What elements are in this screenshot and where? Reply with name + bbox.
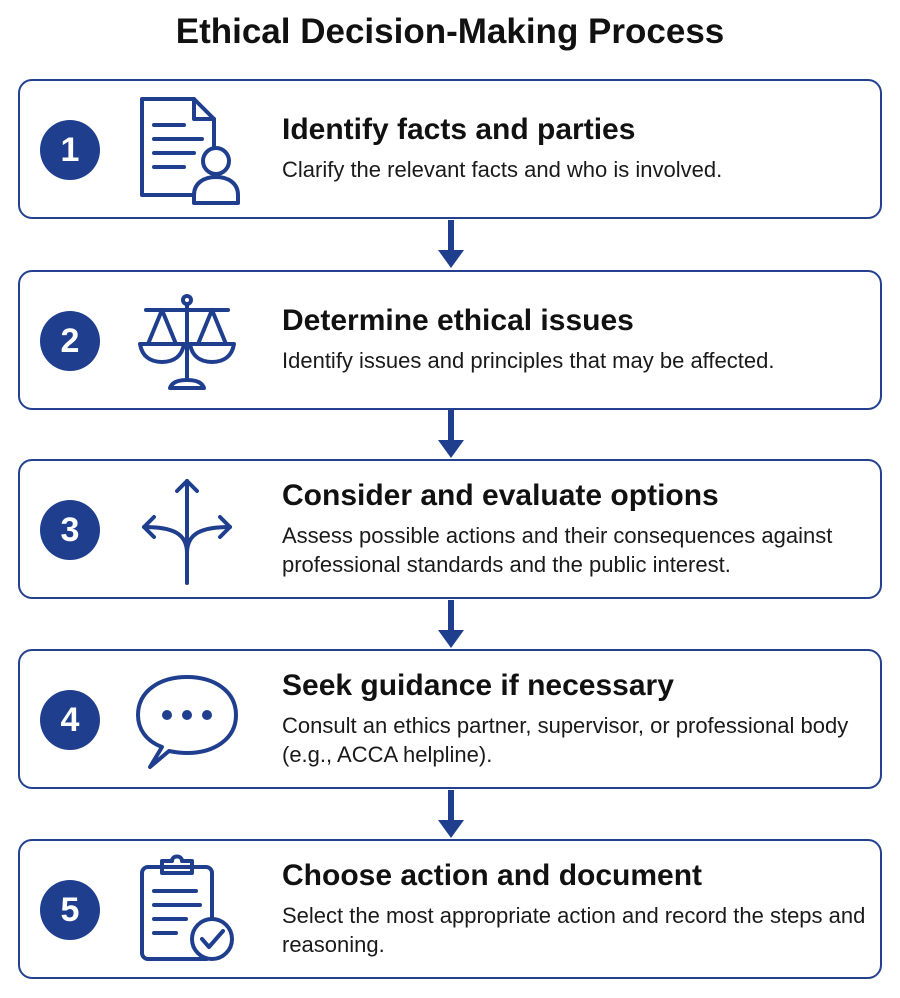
step-description: Select the most appropriate action and r… <box>282 902 866 957</box>
step-card-1: 1 Identify facts and parties Clarify the… <box>18 79 882 219</box>
down-arrow-icon <box>438 410 464 460</box>
scales-icon <box>132 282 242 398</box>
step-title: Seek guidance if necessary <box>282 668 674 702</box>
step-description: Assess possible actions and their conseq… <box>282 522 833 577</box>
step-description: Clarify the relevant facts and who is in… <box>282 157 723 183</box>
document-person-icon <box>132 91 242 207</box>
down-arrow-icon <box>438 790 464 840</box>
down-arrow-icon <box>438 600 464 650</box>
step-number-badge: 3 <box>40 500 100 560</box>
step-number-badge: 1 <box>40 120 100 180</box>
step-card-5: 5 Choose action and document Select the … <box>18 839 882 979</box>
step-title: Determine ethical issues <box>282 304 634 338</box>
step-card-3: 3 Consider and evaluate options Assess p… <box>18 459 882 599</box>
diagram-title: Ethical Decision-Making Process <box>175 12 725 51</box>
step-number-badge: 4 <box>40 690 100 750</box>
step-description: Consult an ethics partner, supervisor, o… <box>282 712 849 767</box>
speech-bubble-icon <box>132 661 242 777</box>
branching-arrows-icon <box>132 471 242 587</box>
step-description: Identify issues and principles that may … <box>282 348 775 374</box>
down-arrow-icon <box>438 220 464 270</box>
step-card-4: 4 Seek guidance if necessary Consult an … <box>18 649 882 789</box>
step-title: Identify facts and parties <box>282 113 636 147</box>
step-title: Consider and evaluate options <box>282 478 719 512</box>
step-title: Choose action and document <box>282 858 703 892</box>
step-number-badge: 5 <box>40 880 100 940</box>
step-number-badge: 2 <box>40 311 100 371</box>
step-card-2: 2 Determine ethical issues Identify issu… <box>18 270 882 410</box>
clipboard-check-icon <box>132 851 242 967</box>
